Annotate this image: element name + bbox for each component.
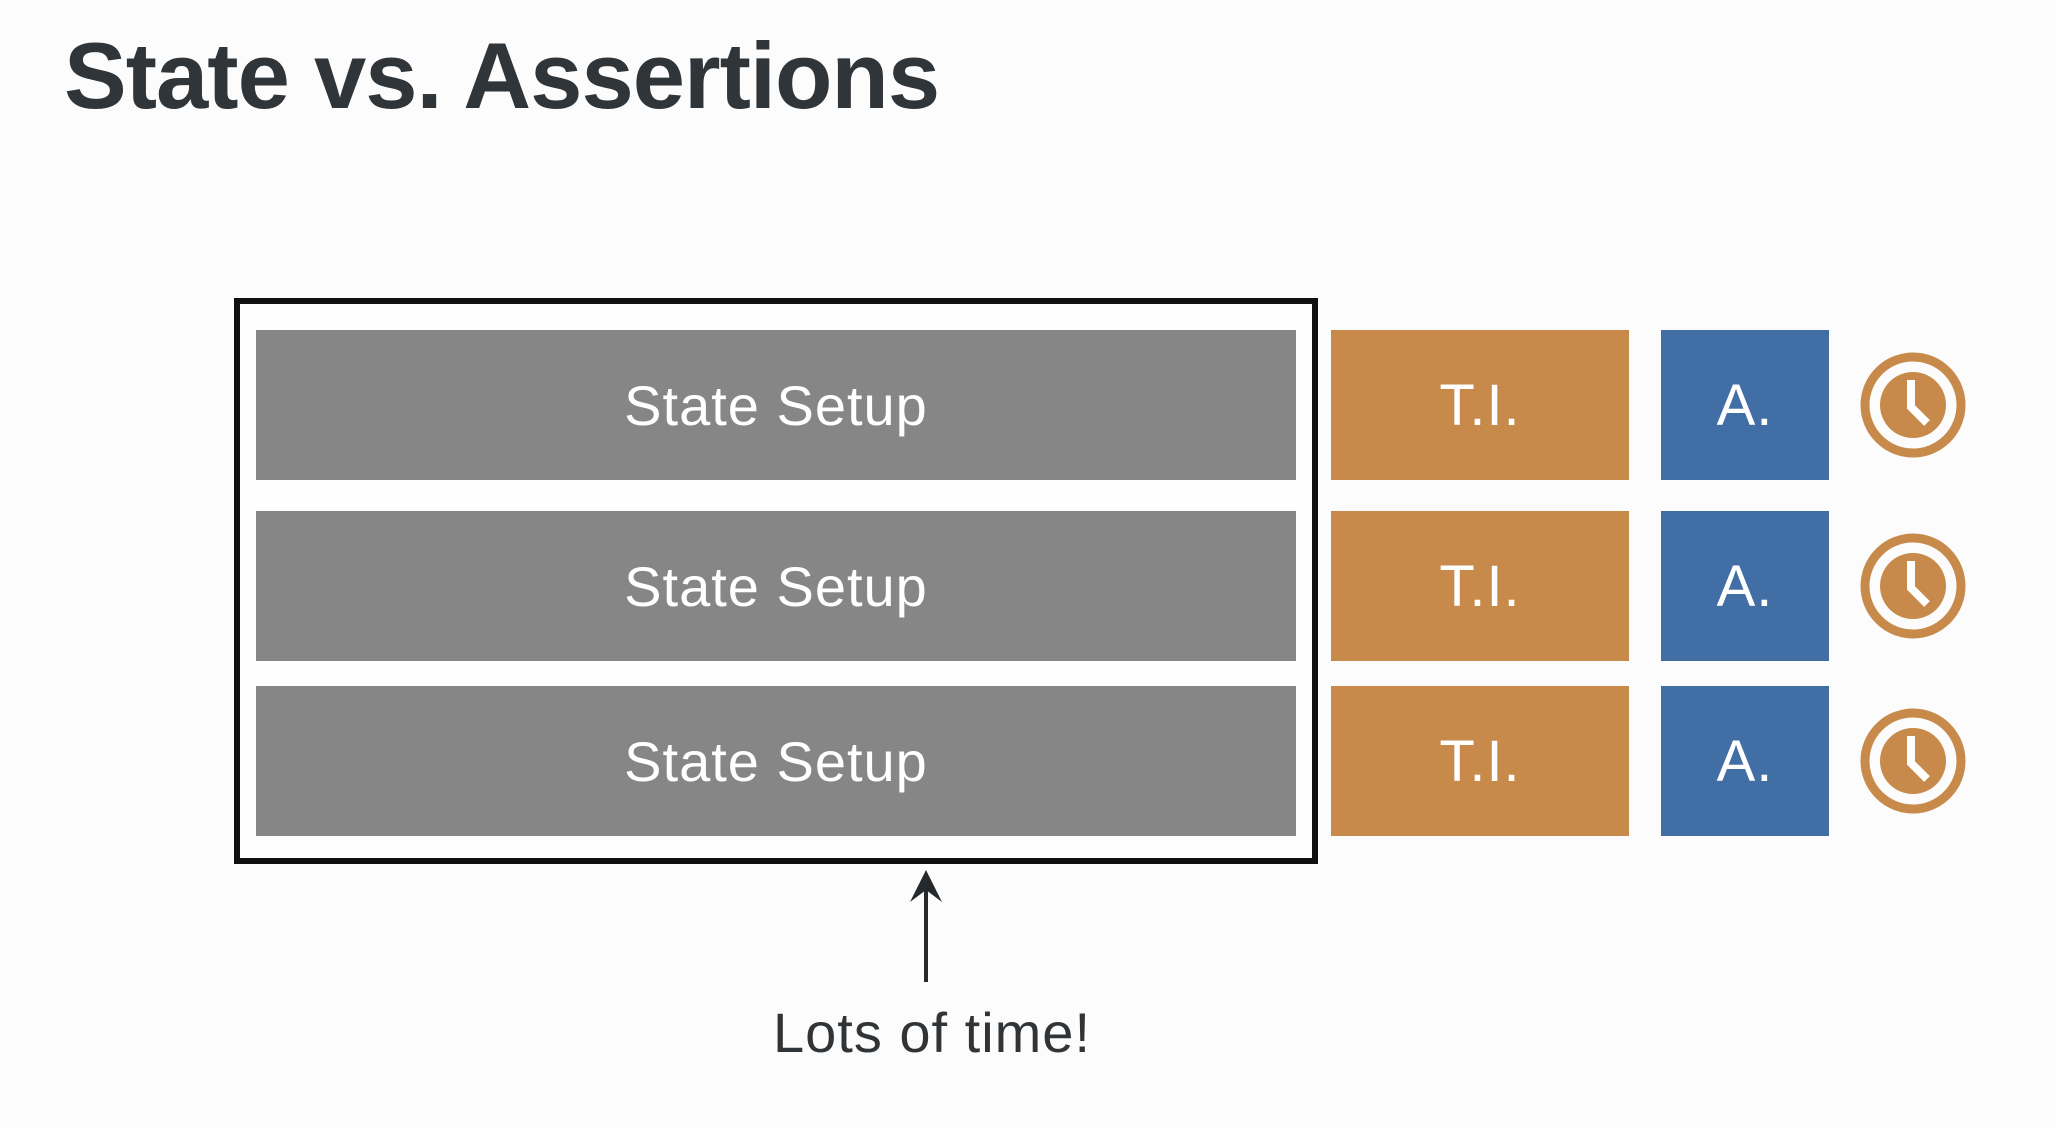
state-setup-bar: State Setup: [256, 330, 1296, 480]
test-interaction-box: T.I.: [1331, 686, 1629, 836]
state-setup-bar: State Setup: [256, 686, 1296, 836]
assertion-box: A.: [1661, 330, 1829, 480]
annotation-text: Lots of time!: [772, 1001, 1092, 1064]
state-setup-label: State Setup: [624, 373, 928, 437]
clock-icon: [1860, 352, 1966, 458]
test-interaction-label: T.I.: [1439, 372, 1521, 438]
assertion-label: A.: [1716, 728, 1774, 794]
state-setup-frame: State Setup State Setup State Setup: [234, 298, 1318, 864]
slide-title: State vs. Assertions: [64, 23, 940, 128]
assertion-box: A.: [1661, 686, 1829, 836]
assertion-label: A.: [1716, 372, 1774, 438]
test-interaction-box: T.I.: [1331, 330, 1629, 480]
test-interaction-box: T.I.: [1331, 511, 1629, 661]
test-interaction-label: T.I.: [1439, 553, 1521, 619]
assertion-label: A.: [1716, 553, 1774, 619]
state-setup-bar: State Setup: [256, 511, 1296, 661]
state-setup-label: State Setup: [624, 729, 928, 793]
clock-icon: [1860, 708, 1966, 814]
clock-icon: [1860, 533, 1966, 639]
test-interaction-label: T.I.: [1439, 728, 1521, 794]
up-arrow-icon: [910, 870, 942, 982]
state-setup-label: State Setup: [624, 554, 928, 618]
assertion-box: A.: [1661, 511, 1829, 661]
